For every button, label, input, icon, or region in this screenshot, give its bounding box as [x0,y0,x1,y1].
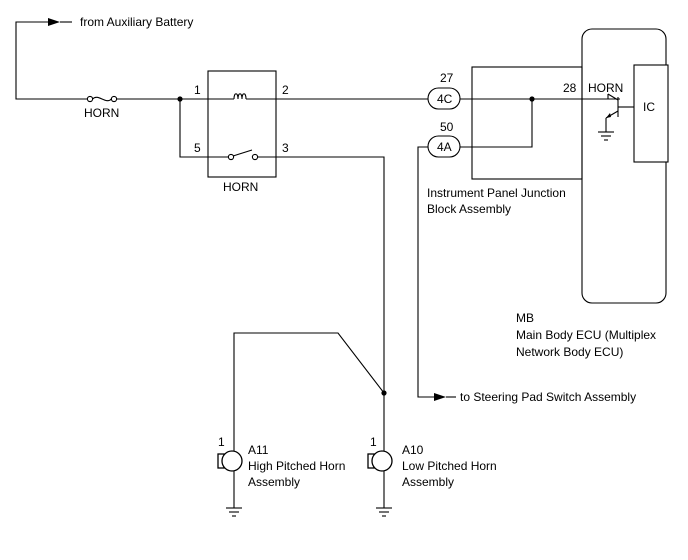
relay-to-low-horn-wire [276,156,385,448]
mb-label-2: Network Body ECU) [516,345,623,359]
connector-4c: 4C [427,87,461,110]
a11-pin-label: 1 [218,435,225,449]
ic-label: IC [643,100,655,114]
a11-label-2: Assembly [248,475,300,489]
a10-label-2: Assembly [402,475,454,489]
ic-box [633,64,669,163]
relay-pin-5: 5 [194,141,201,155]
low-horn-icon [367,448,393,517]
pin-28-label: 28 [563,81,577,95]
battery-arrow-icon [48,18,60,26]
ecu-box [581,28,667,304]
svg-text:4A: 4A [437,140,452,154]
ecu-ground-icon [598,131,614,141]
relay-pin-1: 1 [194,83,201,97]
from-aux-battery-label: from Auxiliary Battery [80,15,193,29]
4a-to-steering-wire [417,146,434,398]
steering-arrow-icon [434,393,446,401]
battery-feed-wire [15,21,88,100]
relay-label: HORN [223,180,258,194]
mb-label-1: Main Body ECU (Multiplex [516,328,656,342]
junction-internal-wire [460,99,533,148]
a10-code-label: A10 [402,443,424,457]
junction-dot [381,390,387,396]
to-steering-label: to Steering Pad Switch Assembly [460,390,636,404]
a10-label-1: Low Pitched Horn [402,459,497,473]
a11-label-1: High Pitched Horn [248,459,345,473]
junction-dot [529,96,535,102]
connector-4a: 4A [427,135,461,158]
high-horn-branch-wire [233,332,385,448]
relay-switch-icon [208,149,276,161]
relay-pin-3: 3 [282,141,289,155]
fuse-icon [86,95,118,103]
relay-pin-2: 2 [282,83,289,97]
pin-50-label: 50 [440,120,454,134]
ecu-horn-label: HORN [588,81,623,95]
relay-pin5-branch-wire [179,99,208,158]
a11-code-label: A11 [248,443,269,457]
relay-box [207,70,277,178]
junction-block-label-2: Block Assembly [427,202,511,216]
svg-text:4C: 4C [437,92,453,106]
high-horn-icon [217,448,243,517]
fuse-label: HORN [84,106,119,120]
relay-coil-icon [208,93,276,100]
mb-code-label: MB [516,311,534,325]
junction-block-label-1: Instrument Panel Junction [427,186,566,200]
transistor-icon [605,93,634,132]
junction-dot [177,96,183,102]
a10-pin-label: 1 [370,435,377,449]
pin-27-label: 27 [440,71,454,85]
